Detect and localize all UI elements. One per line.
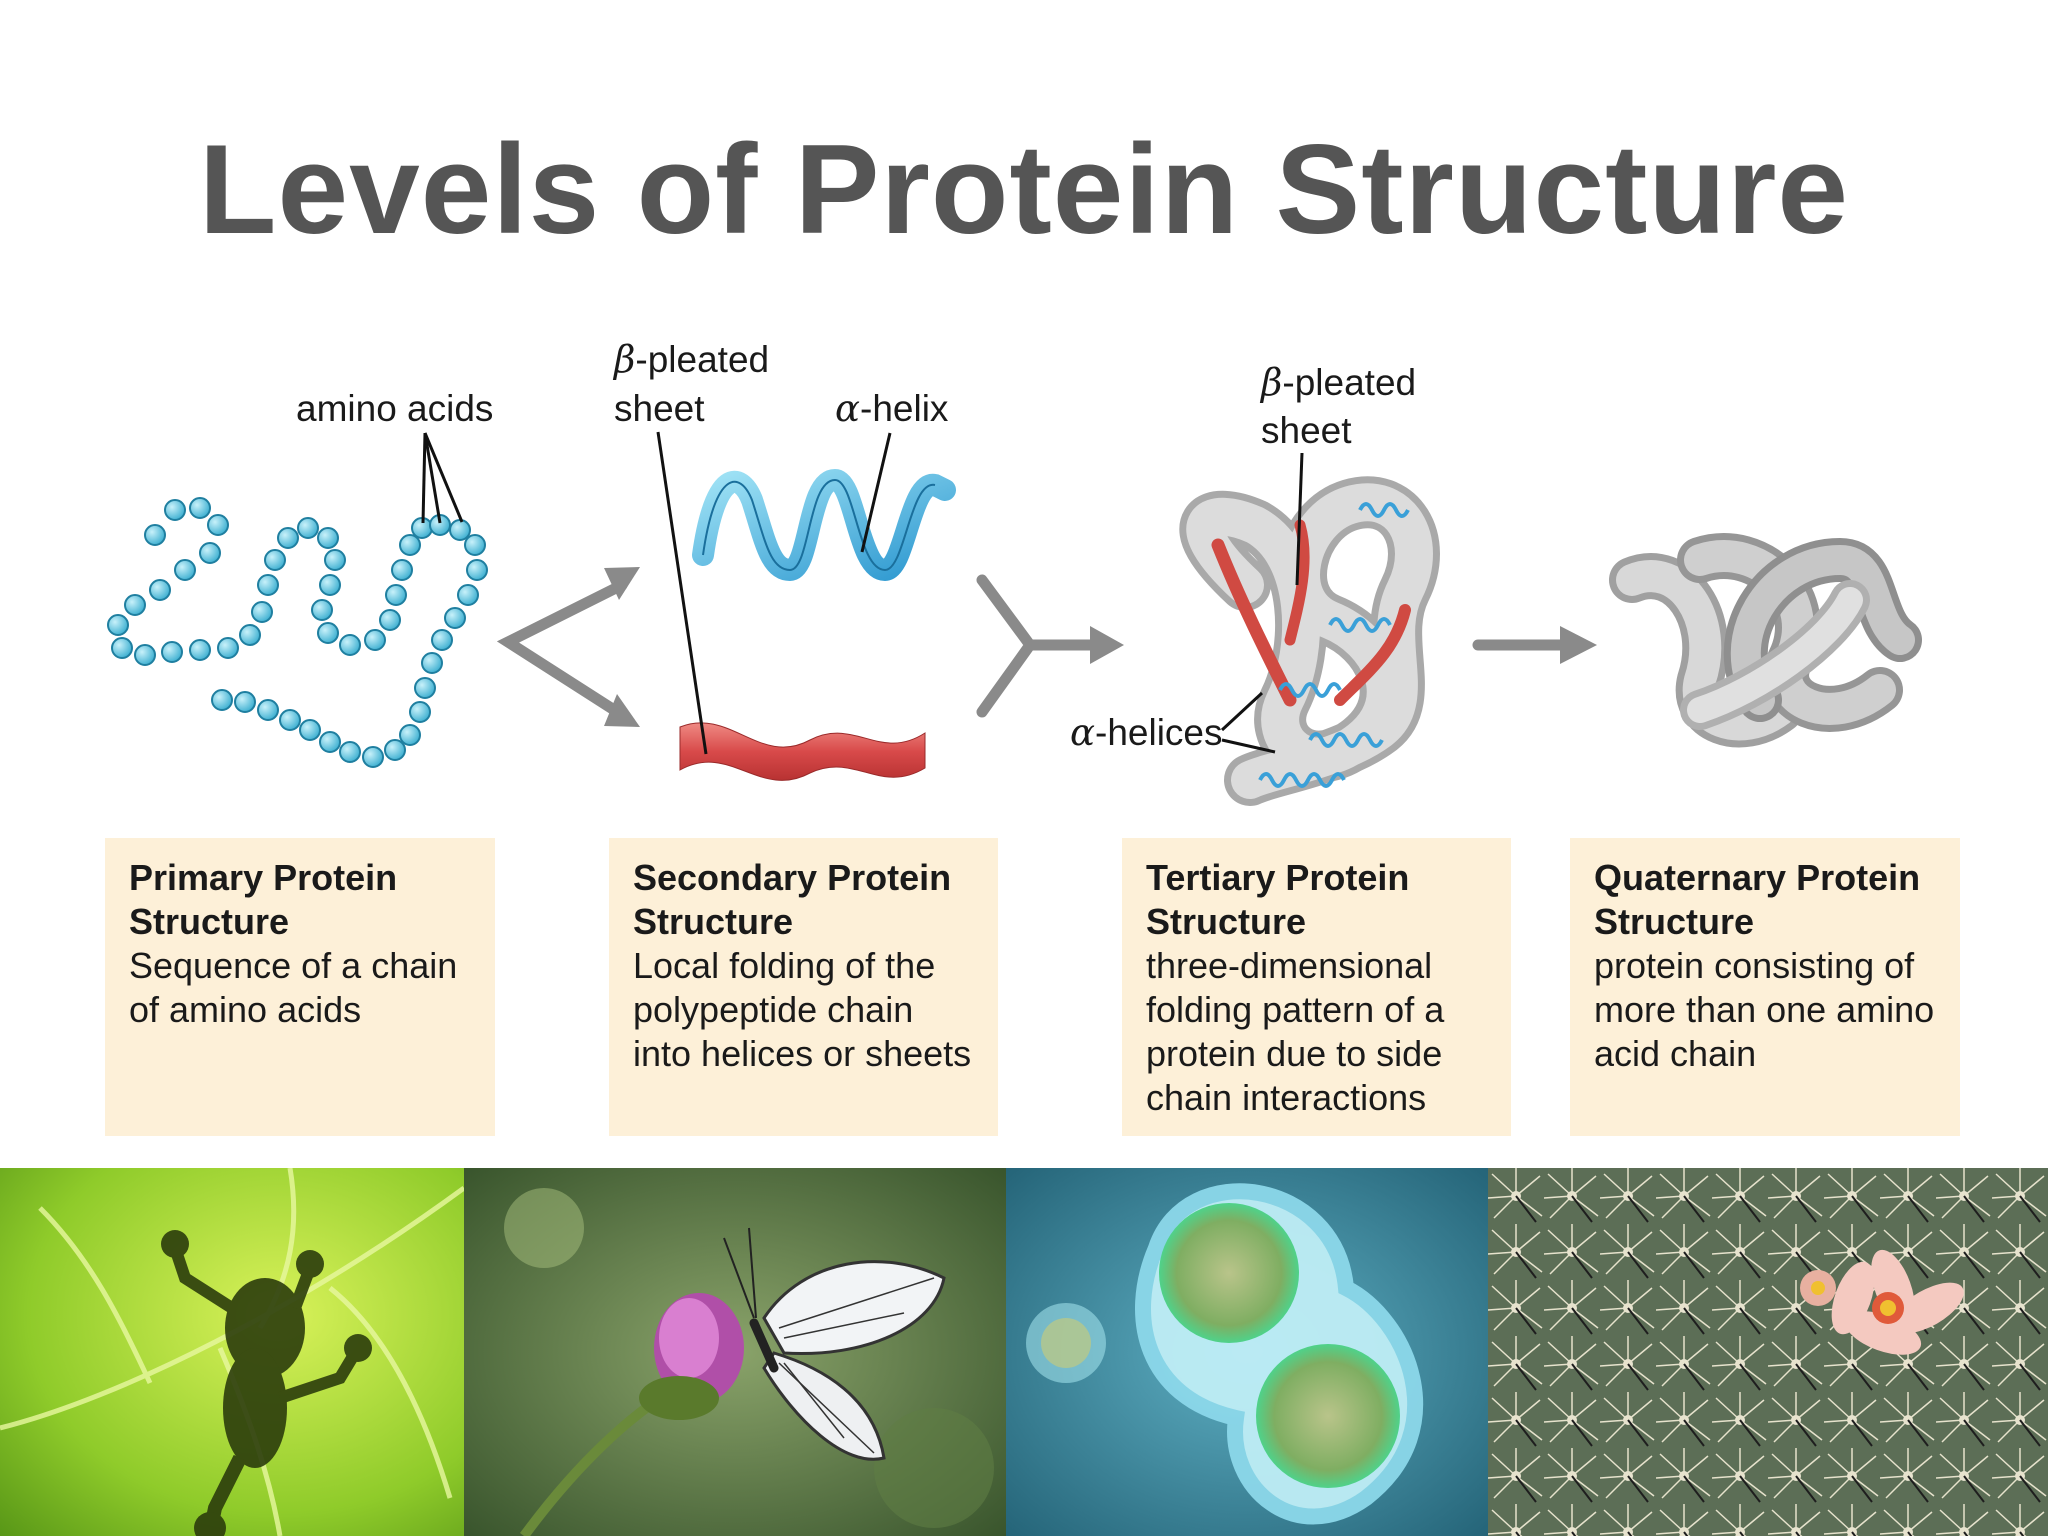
amino-acid-bead [251,601,273,623]
amino-acid-bead [239,624,261,646]
amino-acid-bead [189,639,211,661]
label-alpha-helix: α-helix [835,387,949,430]
tertiary-fold [1179,476,1440,806]
page-title: Levels of Protein Structure [198,118,1850,260]
amino-acid-bead [379,609,401,631]
box-tertiary: Tertiary Protein Structure three-dimensi… [1122,838,1511,1136]
amino-acid-bead [444,607,466,629]
secondary-pointer-lines [656,431,892,755]
amino-acid-bead [399,534,421,556]
quaternary-complex [1609,533,1922,748]
butterfly-on-flower-photo [464,1168,1006,1536]
box-tertiary-desc: three-dimensional folding pattern of a p… [1146,945,1445,1118]
merge-arrow [976,574,1096,718]
amino-acid-bead [362,746,384,768]
split-arrow-head-bottom [604,694,640,727]
amino-acid-bead [111,637,133,659]
amino-acid-bead [257,574,279,596]
amino-acid-bead [449,519,471,541]
flower [639,1293,744,1420]
amino-acid-bead [364,629,386,651]
label-amino-acids: amino acids [296,388,493,429]
amino-acid-bead [211,689,233,711]
box-primary-desc: Sequence of a chain of amino acids [129,945,458,1030]
amino-acid-bead [339,634,361,656]
amino-acid-bead [161,641,183,663]
label-alpha-helices: α-helices [1070,711,1223,754]
amino-acid-bead [277,527,299,549]
amino-acid-bead [431,629,453,651]
amino-acid-bead [414,677,436,699]
box-quaternary-title: Quaternary Protein Structure [1594,857,1921,942]
box-secondary-desc: Local folding of the polypeptide chain i… [633,945,972,1074]
label-sheet-1: sheet [614,388,705,429]
amino-acid-bead [399,724,421,746]
amino-acid-bead [134,644,156,666]
amino-acid-bead [299,719,321,741]
helices-pointer-lines [1220,691,1276,754]
amino-acid-bead [297,517,319,539]
frog-on-leaf-photo [0,1168,464,1536]
amino-acid-bead [279,709,301,731]
amino-acid-bead [174,559,196,581]
tertiary-sheet-pointer [1295,452,1304,586]
box-primary: Primary Protein Structure Sequence of a … [105,838,495,1136]
amino-acid-bead [421,652,443,674]
amino-acid-bead [385,584,407,606]
box-tertiary-title: Tertiary Protein Structure [1146,857,1410,942]
label-sheet-2: sheet [1261,410,1352,451]
amino-acid-bead [317,622,339,644]
amino-acid-bead [234,691,256,713]
amino-acid-bead [189,497,211,519]
amino-acid-bead [339,741,361,763]
amino-acid-bead [319,731,341,753]
dividing-cell-photo [1006,1168,1488,1536]
amino-acid-bead [317,527,339,549]
alpha-helix-ribbon [692,468,956,582]
amino-acid-bead [124,594,146,616]
box-primary-title: Primary Protein Structure [129,857,398,942]
label-beta-pleated-1: β-pleated [612,338,769,381]
amino-acid-bead [207,514,229,536]
amino-acid-bead [391,559,413,581]
single-arrow [1472,626,1597,664]
box-quaternary: Quaternary Protein Structure protein con… [1570,838,1960,1136]
amino-acid-bead [409,701,431,723]
label-beta-pleated-2: β-pleated [1259,361,1416,404]
amino-acid-bead [257,699,279,721]
split-arrow [496,579,628,721]
amino-acid-bead [199,542,221,564]
amino-acid-bead [164,499,186,521]
cell [1135,1183,1424,1525]
merge-arrow-head [1090,626,1124,664]
amino-acid-bead [107,614,129,636]
amino-acid-bead [217,637,239,659]
box-secondary: Secondary Protein Structure Local foldin… [609,838,998,1136]
cactus-flower [1800,1249,1964,1355]
amino-acid-bead [466,559,488,581]
amino-acid-bead [384,739,406,761]
amino-acid-bead [264,549,286,571]
split-arrow-head-top [604,567,640,600]
cactus-flower-photo [1488,1168,2048,1536]
amino-acid-chain [107,497,488,768]
beta-sheet-ribbon [679,722,926,781]
amino-acid-bead [311,599,333,621]
amino-acid-bead [457,584,479,606]
box-secondary-title: Secondary Protein Structure [633,857,952,942]
box-quaternary-desc: protein consisting of more than one amin… [1594,945,1935,1074]
amino-acid-bead [149,579,171,601]
amino-acid-bead [144,524,166,546]
amino-acid-bead [464,534,486,556]
amino-acid-pointer-lines [421,432,464,524]
protein-structure-diagram: amino acids β-pleated sheet α-helix [107,338,1922,806]
butterfly [723,1227,946,1461]
amino-acid-bead [324,549,346,571]
amino-acid-bead [319,574,341,596]
